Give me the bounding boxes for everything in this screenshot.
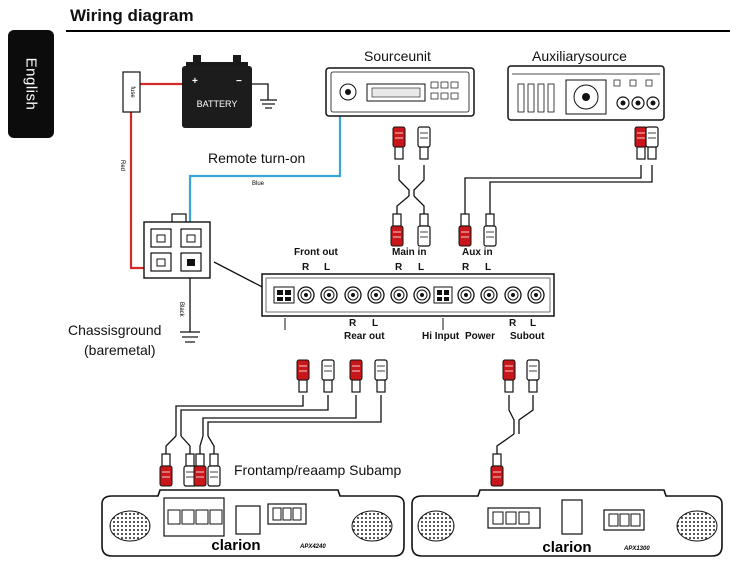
battery-ground-icon [260, 99, 277, 109]
front-out-r: R [302, 262, 310, 273]
rca-plugs-aux-in [458, 213, 497, 247]
hi-input-label: Hi Input [422, 331, 460, 342]
model-right: APX1300 [623, 546, 650, 552]
sub-amplifier [411, 489, 723, 557]
language-tab: English [8, 30, 54, 138]
model-left: APX4240 [299, 544, 326, 550]
wires [129, 82, 653, 454]
rca-plugs-sub-amp [490, 453, 504, 487]
fuse-label: fuse [129, 86, 135, 98]
rear-out-label: Rear out [344, 331, 385, 342]
aux-in-label: Aux in [462, 247, 493, 258]
source-unit [325, 67, 475, 117]
front-out-label: Front out [294, 247, 338, 258]
amp-caption: Frontamp/reaamp Subamp [234, 462, 402, 478]
rca-plugs-source [392, 126, 431, 160]
power-label: Power [465, 331, 496, 342]
rca-plugs-aux-source [634, 126, 659, 160]
front-out-l: L [324, 262, 331, 273]
svg-text:−: − [236, 76, 242, 87]
processor-unit [261, 273, 555, 330]
rca-plugs-rear-out [296, 359, 388, 393]
chassis-ground-label: Chassisground [68, 322, 162, 338]
sub-out-r: R [509, 318, 517, 329]
page-title: Wiring diagram [70, 6, 194, 25]
aux-in-r: R [462, 262, 470, 273]
auxiliary-source [507, 65, 665, 121]
rca-plugs-front-rear-amp [159, 453, 221, 487]
remote-turn-on-label: Remote turn-on [208, 150, 306, 166]
battery-icon: + − [182, 55, 252, 128]
auxiliary-source-label: Auxiliarysource [532, 48, 627, 64]
rca-plugs-main-in [390, 213, 431, 247]
source-unit-label: Sourceunit [364, 48, 431, 64]
main-in-l: L [418, 262, 425, 273]
rca-plugs-sub-out [502, 359, 540, 393]
battery-label: BATTERY [197, 99, 238, 109]
sub-out-label: Subout [510, 331, 545, 342]
svg-text:+: + [192, 76, 198, 87]
fuse [122, 71, 141, 113]
main-in-r: R [395, 262, 403, 273]
main-in-label: Main in [392, 247, 427, 258]
power-connector [143, 213, 211, 279]
rear-out-l: L [372, 318, 379, 329]
sub-out-l: L [530, 318, 537, 329]
rear-out-r: R [349, 318, 357, 329]
aux-in-l: L [485, 262, 492, 273]
brand-logo-left: clarion [211, 537, 260, 554]
chassis-ground-icon [180, 331, 200, 343]
brand-logo-right: clarion [542, 539, 591, 556]
red-wire-label: Red [119, 160, 125, 171]
blue-wire-label: Blue [252, 181, 265, 187]
front-rear-amplifier [101, 489, 405, 557]
black-wire-label: Black [178, 302, 184, 318]
chassis-ground-sublabel: (baremetal) [84, 342, 156, 358]
title-divider [66, 30, 730, 32]
